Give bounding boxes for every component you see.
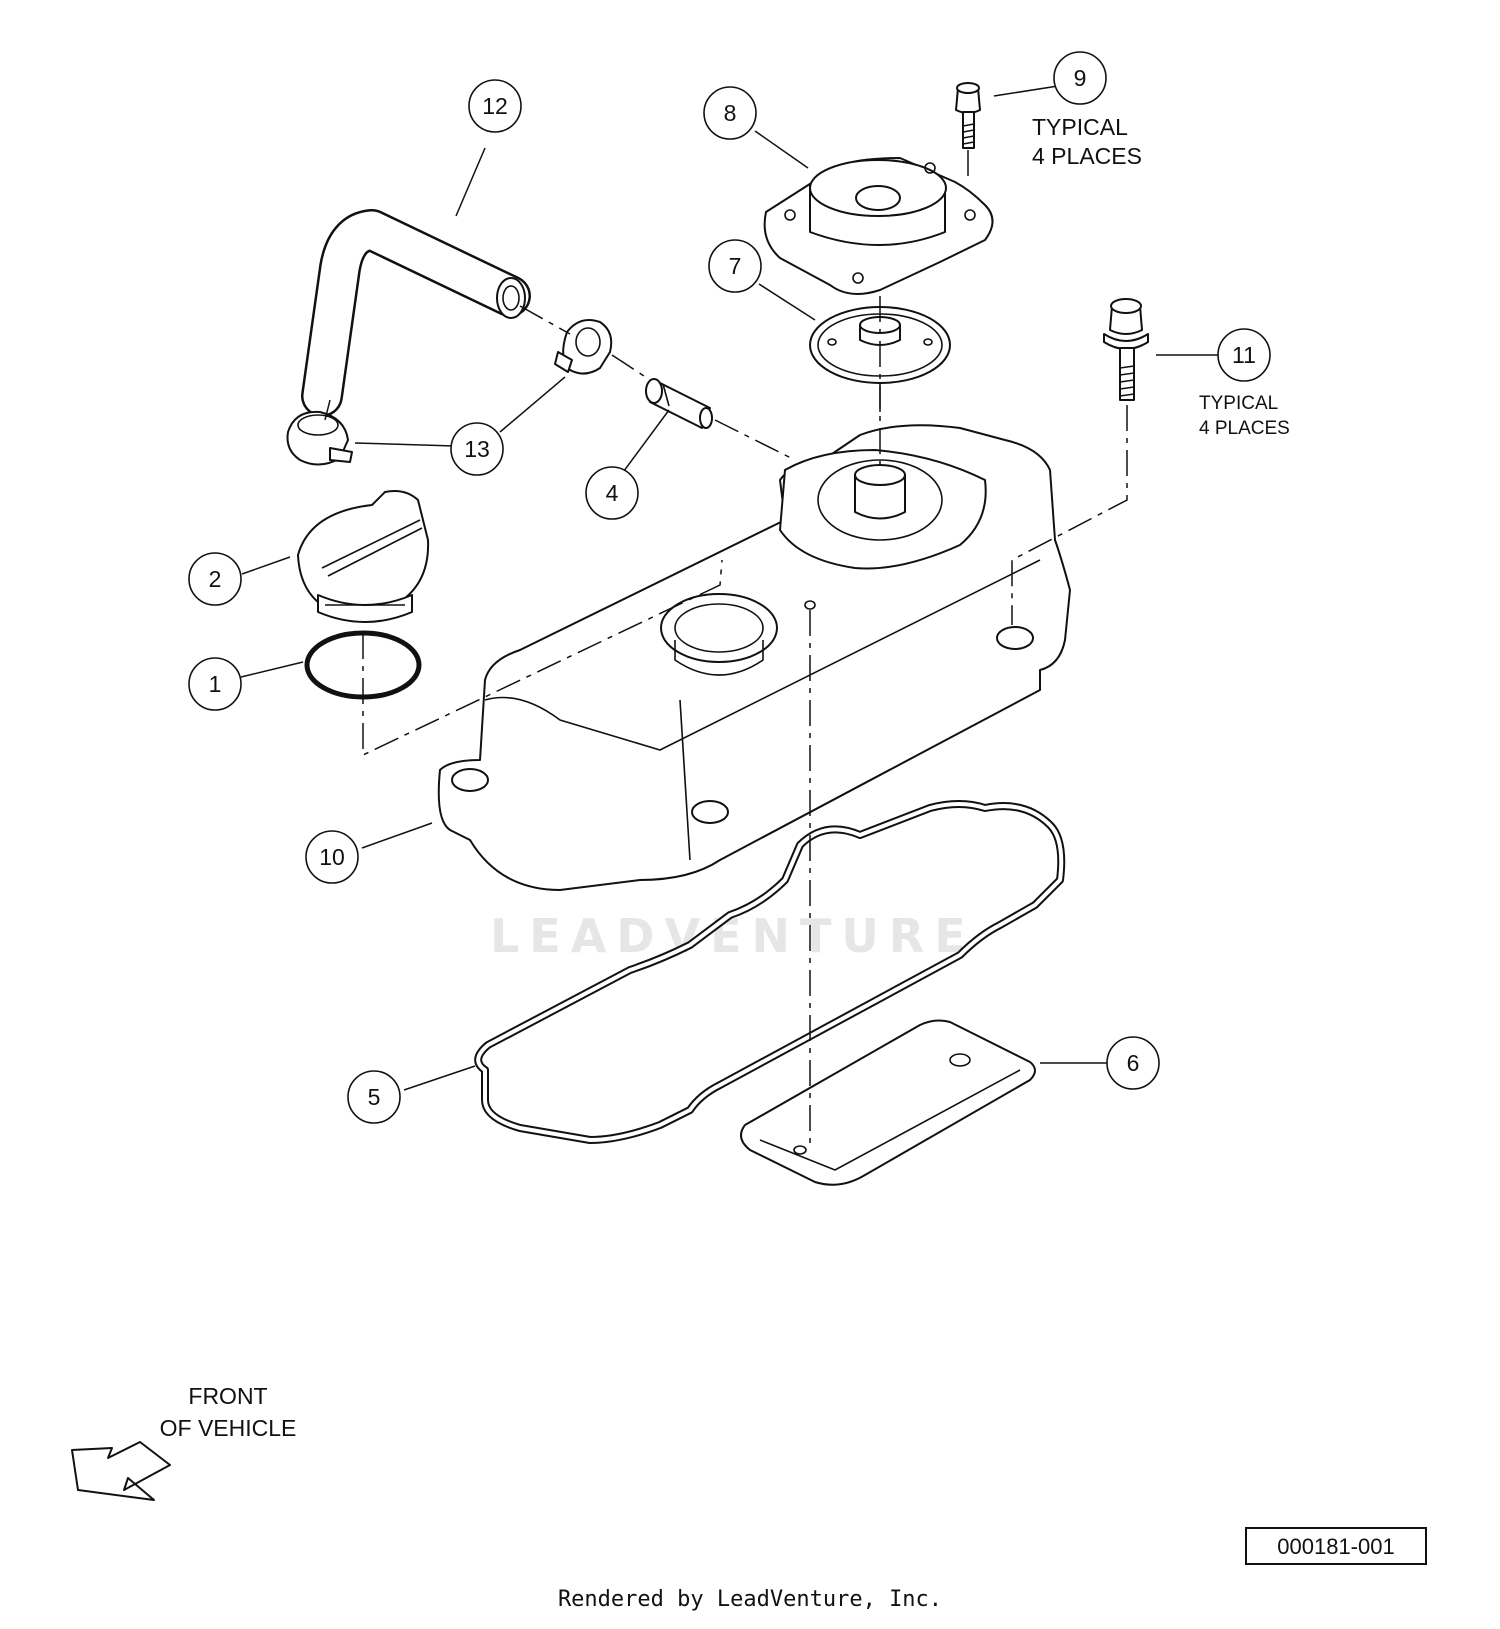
gasket-part-5: [474, 800, 1066, 1144]
callout-5-label: 5: [368, 1084, 381, 1110]
callout-6: 6: [1106, 1036, 1160, 1090]
callout-2-label: 2: [209, 566, 222, 592]
front-label-line1: FRONT: [188, 1383, 267, 1409]
callout-13: 13: [450, 422, 504, 476]
callout-13-label: 13: [464, 436, 490, 462]
callout-2: 2: [188, 552, 242, 606]
typical-note-9: TYPICAL 4 PLACES: [1032, 114, 1142, 169]
callout-4: 4: [585, 466, 639, 520]
hose-clamp-part-13-upper: [554, 319, 613, 375]
callout-6-label: 6: [1127, 1050, 1140, 1076]
typical-note-9-line1: TYPICAL: [1032, 114, 1128, 140]
typical-note-11-line1: TYPICAL: [1199, 393, 1278, 414]
callout-5: 5: [347, 1070, 401, 1124]
callout-12-label: 12: [482, 93, 508, 119]
callout-10-label: 10: [319, 844, 345, 870]
breather-cover-part-8: [763, 157, 994, 295]
footer-credit: Rendered by LeadVenture, Inc.: [558, 1587, 942, 1612]
callout-12: 12: [468, 79, 522, 133]
callout-7: 7: [708, 239, 762, 293]
callout-4-label: 4: [606, 480, 619, 506]
callout-9: 9: [1053, 51, 1107, 105]
callout-11-label: 11: [1232, 342, 1256, 368]
front-arrow-icon: [71, 1441, 171, 1501]
callout-7-label: 7: [729, 253, 742, 279]
hose-clamp-part-13-lower: [286, 410, 353, 466]
valve-cover-part-10: [437, 424, 1071, 891]
fitting-part-4: [645, 378, 713, 429]
typical-note-11-line2: 4 PLACES: [1199, 418, 1290, 439]
callout-1-label: 1: [209, 671, 222, 697]
reference-number: 000181-001: [1277, 1534, 1394, 1559]
callout-11: 11: [1217, 328, 1271, 382]
callout-8: 8: [703, 86, 757, 140]
front-label-line2: OF VEHICLE: [160, 1415, 297, 1441]
screw-part-9: [955, 82, 981, 149]
bolt-part-11: [1103, 298, 1149, 401]
callout-1: 1: [188, 657, 242, 711]
typical-note-11: TYPICAL 4 PLACES: [1199, 393, 1290, 439]
front-of-vehicle-indicator: FRONT OF VEHICLE: [71, 1383, 297, 1501]
typical-note-9-line2: 4 PLACES: [1032, 143, 1142, 169]
reference-number-box: 000181-001: [1245, 1527, 1427, 1565]
hose-part-12: [301, 209, 531, 417]
callout-10: 10: [305, 830, 359, 884]
assembly-lines: [324, 150, 1128, 1150]
oil-cap-part-2: [297, 490, 430, 623]
callout-8-label: 8: [724, 100, 737, 126]
plate-part-6: [740, 1019, 1036, 1186]
callout-9-label: 9: [1074, 65, 1087, 91]
